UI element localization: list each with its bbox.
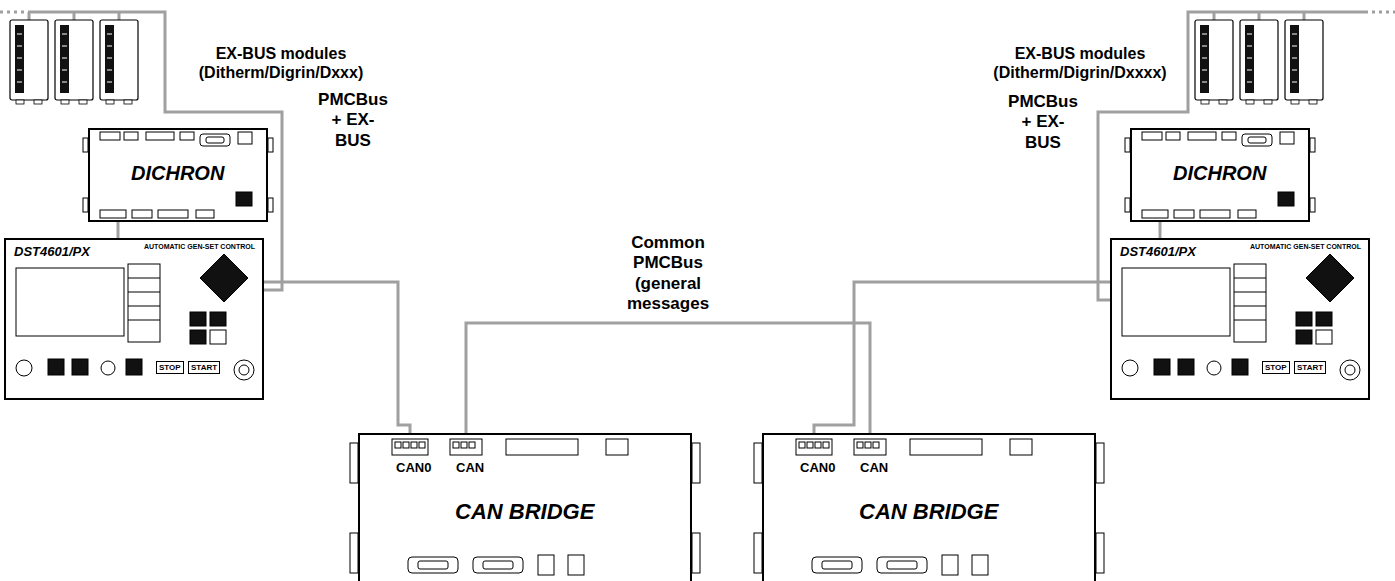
- bus-label: Common PMCBus (general messages: [618, 233, 718, 315]
- device-name: DICHRON: [131, 162, 224, 185]
- controller-box: DICHRON: [88, 128, 268, 222]
- port-label: CAN: [456, 461, 484, 476]
- panel-caption: AUTOMATIC GEN-SET CONTROL: [1250, 243, 1361, 251]
- button-label: STOP: [156, 361, 184, 374]
- bus-cable: [466, 323, 870, 433]
- device-name: DST4601/PX: [14, 245, 90, 260]
- device-name: CAN BRIDGE: [455, 499, 594, 524]
- bus-cable: [1159, 222, 1162, 238]
- bridge-box: CAN0 CAN CAN BRIDGE: [762, 433, 1096, 581]
- bus-cable: [117, 222, 120, 238]
- bus-cable: [814, 282, 1110, 433]
- bus-label: PMCBus + EX-BUS: [1008, 92, 1078, 153]
- port-label: CAN0: [396, 461, 431, 476]
- bus-label: PMCBus + EX-BUS: [318, 90, 388, 151]
- panel-caption: AUTOMATIC GEN-SET CONTROL: [144, 243, 255, 251]
- port-label: CAN: [860, 461, 888, 476]
- device-name: DICHRON: [1173, 162, 1266, 185]
- port-label: CAN0: [800, 461, 835, 476]
- bus-cable: [264, 282, 410, 433]
- panel-box: DST4601/PX AUTOMATIC GEN-SET CONTROL STOP S…: [1110, 238, 1370, 400]
- controller-box: DICHRON: [1130, 128, 1310, 222]
- device-name: CAN BRIDGE: [859, 499, 998, 524]
- bus-label: EX-BUS modules (Ditherm/Digrin/Dxxxx): [980, 44, 1180, 82]
- device-name: DST4601/PX: [1120, 245, 1196, 260]
- panel-box: DST4601/PX AUTOMATIC GEN-SET CONTROL STOP S…: [4, 238, 264, 400]
- bus-label: EX-BUS modules (Ditherm/Digrin/Dxxx): [186, 44, 376, 82]
- bridge-box: CAN0 CAN CAN BRIDGE: [358, 433, 692, 581]
- button-label: START: [188, 361, 220, 374]
- button-label: STOP: [1262, 361, 1290, 374]
- button-label: START: [1294, 361, 1326, 374]
